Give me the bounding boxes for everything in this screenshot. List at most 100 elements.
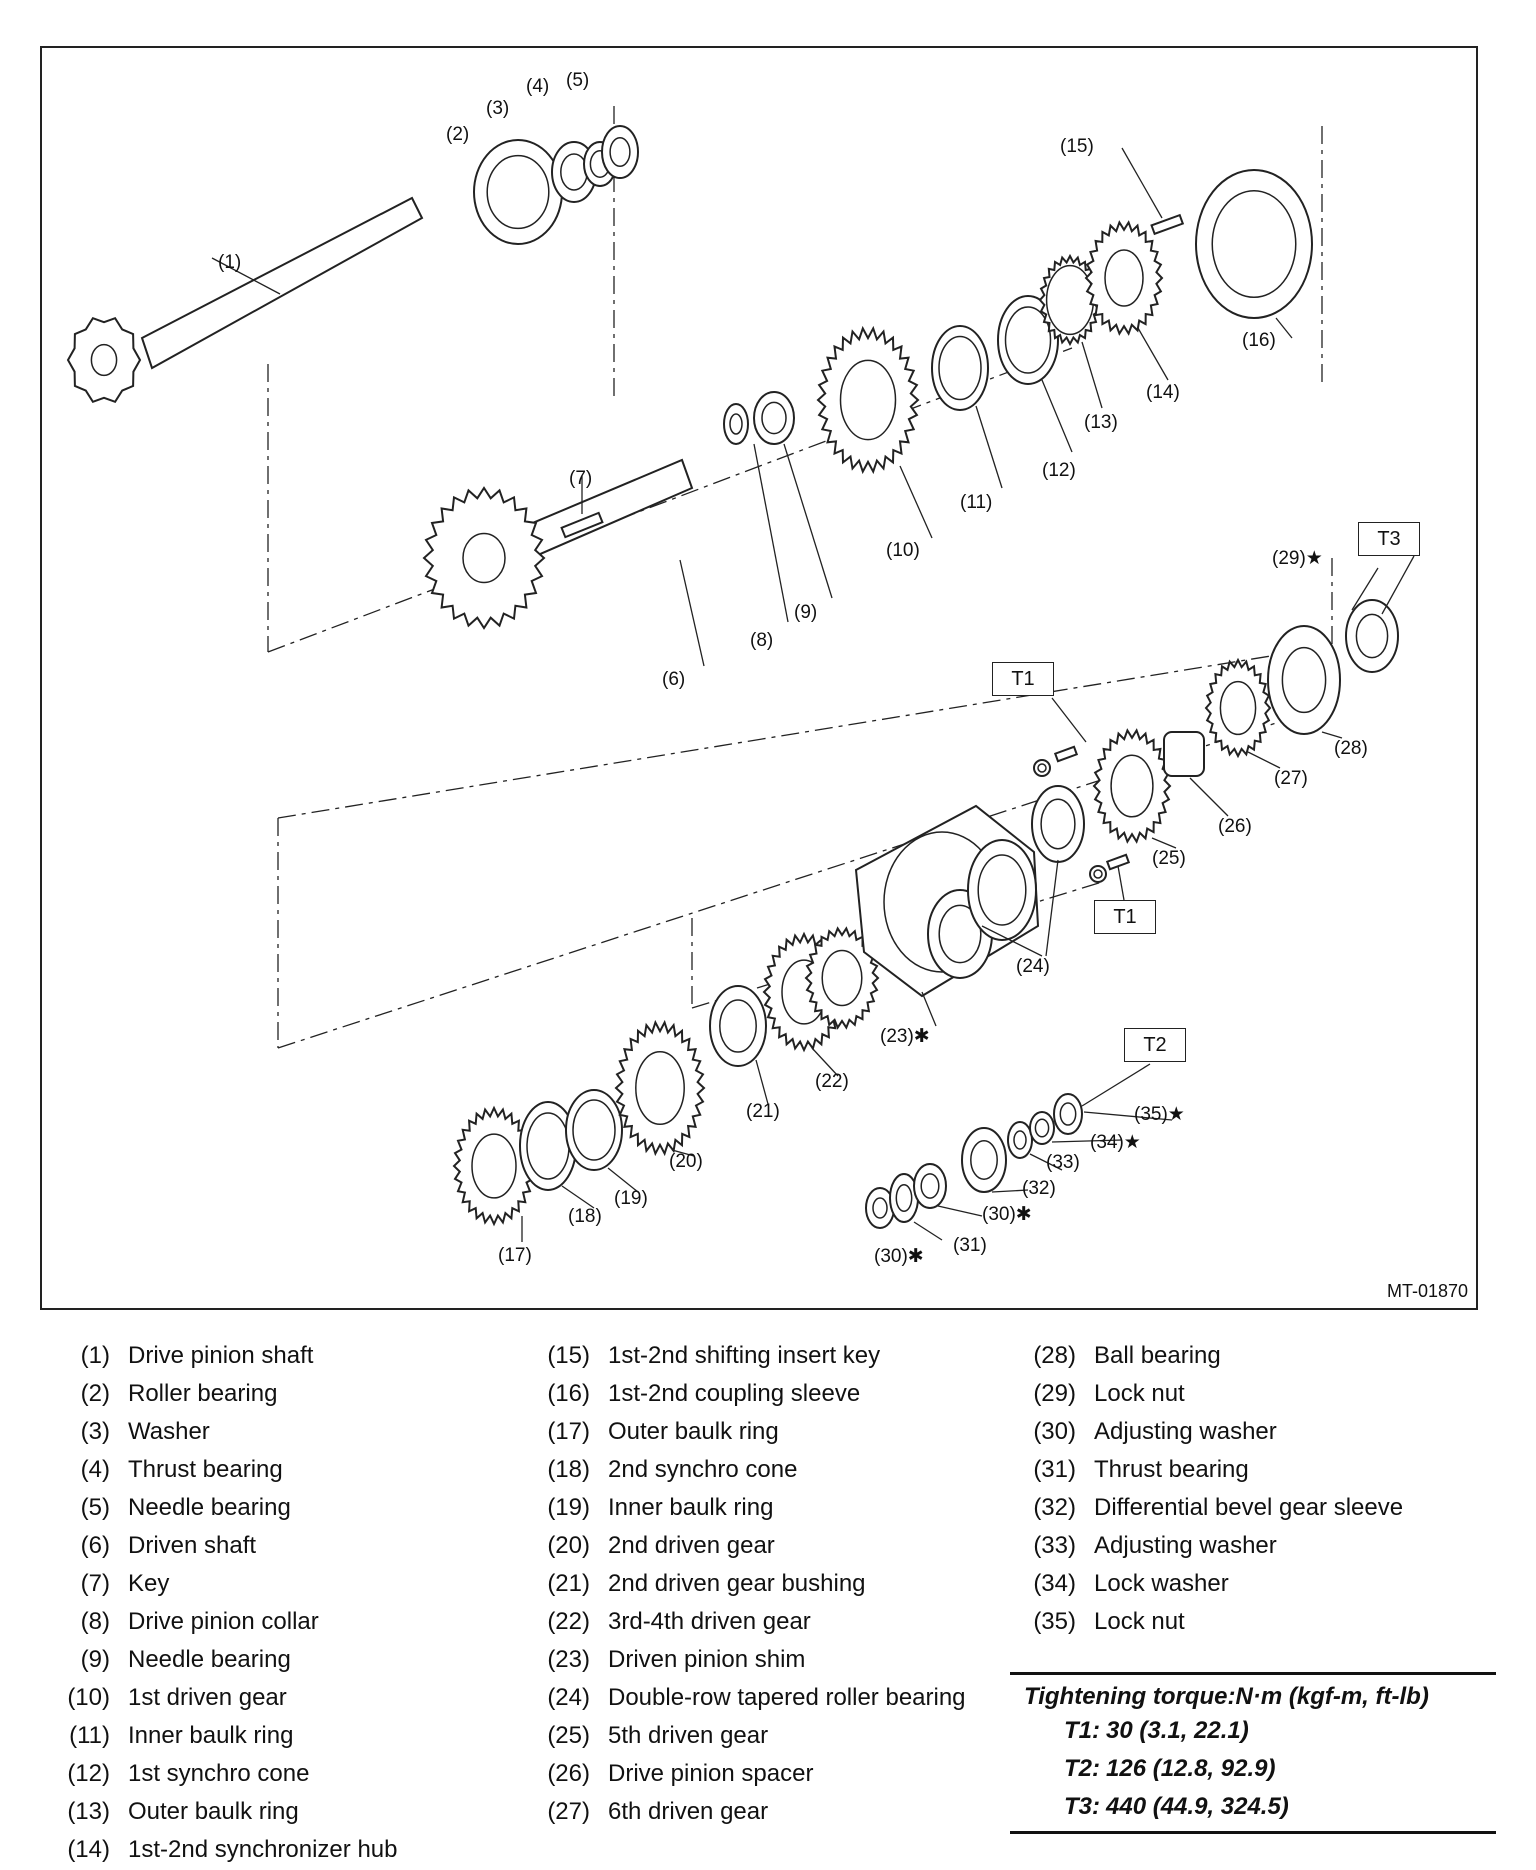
drive-pinion-gear-bore — [90, 343, 118, 377]
legend-label: 3rd-4th driven gear — [608, 1608, 811, 1635]
legend-number: (10) — [67, 1684, 110, 1711]
callout-18: (18) — [568, 1206, 602, 1227]
driven-gear-bushing-bore — [719, 999, 757, 1053]
callout-26: (26) — [1218, 816, 1252, 837]
legend-number: (5) — [80, 1494, 110, 1521]
legend-label: 5th driven gear — [608, 1722, 769, 1749]
callout-17: (17) — [498, 1245, 532, 1266]
legend-label: Needle bearing — [128, 1494, 291, 1521]
callout-30b: (30)✱ — [982, 1204, 1032, 1225]
torque-row: T2:126 (12.8, 92.9) — [1010, 1755, 1496, 1793]
legend-number: (33) — [1033, 1532, 1076, 1559]
legend-label: 1st-2nd coupling sleeve — [608, 1380, 861, 1407]
first-synchro-cone — [997, 295, 1059, 385]
lock-nut-35-bore — [1059, 1102, 1077, 1126]
legend-label: Thrust bearing — [1094, 1456, 1249, 1483]
callout-19: (19) — [614, 1188, 648, 1209]
leader-6 — [679, 559, 705, 667]
leader-20 — [671, 1149, 695, 1157]
leader-30b — [937, 1205, 983, 1217]
ball-bearing-bore — [1281, 646, 1327, 714]
legend-number: (29) — [1033, 1380, 1076, 1407]
legend-number: (15) — [547, 1342, 590, 1369]
leader-34 — [1051, 1139, 1123, 1143]
tapered-roller-bearing-c — [1031, 785, 1085, 863]
legend-label: 6th driven gear — [608, 1798, 769, 1825]
legend-number: (32) — [1033, 1494, 1076, 1521]
legend-number: (30) — [1033, 1418, 1076, 1445]
callout-22: (22) — [815, 1071, 849, 1092]
legend-number: (22) — [547, 1608, 590, 1635]
callout-1: (1) — [218, 252, 242, 273]
legend-label: Driven shaft — [128, 1532, 257, 1559]
synchronizer-hub-bore — [1104, 249, 1144, 307]
callout-5: (5) — [566, 70, 590, 91]
thrust-bearing-31-bore — [895, 1184, 913, 1212]
callout-6: (6) — [662, 669, 686, 690]
lock-washer-34 — [1029, 1111, 1055, 1145]
callout-25: (25) — [1152, 848, 1186, 869]
leader-21 — [755, 1059, 769, 1105]
exploded-view-diagram: (1)(2)(3)(4)(5)(6)(7)(8)(9)(10)(11)(12)(… — [40, 46, 1478, 1310]
legend-number: (20) — [547, 1532, 590, 1559]
callout-34: (34)★ — [1090, 1132, 1141, 1153]
torque-row: T3:440 (44.9, 324.5) — [1010, 1793, 1496, 1831]
inner-baulk-ring-bore — [938, 335, 982, 401]
leader-t1a — [1051, 697, 1087, 743]
callout-7: (7) — [569, 468, 593, 489]
leader-16 — [1275, 317, 1293, 339]
leader-13 — [1081, 341, 1103, 409]
ball-bearing — [1267, 625, 1341, 735]
second-driven-gear-bore — [635, 1050, 685, 1126]
torque-box-t3: T3 — [1358, 522, 1420, 556]
lock-nut-29 — [1345, 599, 1399, 673]
second-driven-gear — [614, 1019, 706, 1157]
legend-number: (4) — [80, 1456, 110, 1483]
needle-bearing — [601, 125, 639, 179]
bevel-gear-sleeve-bore — [970, 1140, 998, 1180]
drive-pinion-collar — [723, 403, 749, 445]
adjusting-washer-33-bore — [1013, 1130, 1027, 1150]
drive-pinion-shaft — [140, 196, 424, 370]
needle-bearing-9-bore — [761, 401, 787, 435]
leader-31 — [913, 1221, 943, 1241]
panel-edge — [277, 707, 1323, 1049]
legend-number: (27) — [547, 1798, 590, 1825]
legend-number: (31) — [1033, 1456, 1076, 1483]
lock-nut-35 — [1053, 1093, 1083, 1135]
bevel-gear-sleeve — [961, 1127, 1007, 1193]
callout-27: (27) — [1274, 768, 1308, 789]
lock-nut-29-bore — [1355, 613, 1389, 659]
washer-t1b-bore — [1093, 869, 1103, 879]
legend-label: Drive pinion spacer — [608, 1760, 814, 1787]
legend-label: Needle bearing — [128, 1646, 291, 1673]
washer-t1a-bore — [1037, 763, 1047, 773]
coupling-sleeve — [1195, 169, 1313, 319]
leader-9 — [783, 443, 833, 599]
callout-24: (24) — [1016, 956, 1050, 977]
legend-label: 1st driven gear — [128, 1684, 287, 1711]
callout-23: (23)✱ — [880, 1026, 930, 1047]
callout-33: (33) — [1046, 1152, 1080, 1173]
leader-12 — [1041, 379, 1073, 453]
leader-t2 — [1081, 1063, 1151, 1107]
legend-number: (9) — [80, 1646, 110, 1673]
leader-14 — [1137, 327, 1169, 381]
legend-number: (11) — [69, 1722, 110, 1749]
callout-15: (15) — [1060, 136, 1094, 157]
adjusting-washer-30b-bore — [920, 1173, 940, 1199]
callout-13: (13) — [1084, 412, 1118, 433]
legend-number: (35) — [1033, 1608, 1076, 1635]
adjusting-washer-30b — [913, 1163, 947, 1209]
bolt-t1b — [1105, 853, 1131, 871]
leader-33 — [1029, 1153, 1063, 1171]
torque-box-t1b: T1 — [1094, 900, 1156, 934]
torque-title: Tightening torque:N·m (kgf-m, ft-lb) — [1024, 1683, 1429, 1710]
legend-label: Adjusting washer — [1094, 1532, 1277, 1559]
first-driven-gear-bore — [839, 359, 897, 441]
panel-edge — [277, 645, 1333, 819]
fifth-driven-gear-bore — [1110, 754, 1154, 818]
callout-9: (9) — [794, 602, 818, 623]
legend-number: (13) — [67, 1798, 110, 1825]
legend-number: (21) — [547, 1570, 590, 1597]
